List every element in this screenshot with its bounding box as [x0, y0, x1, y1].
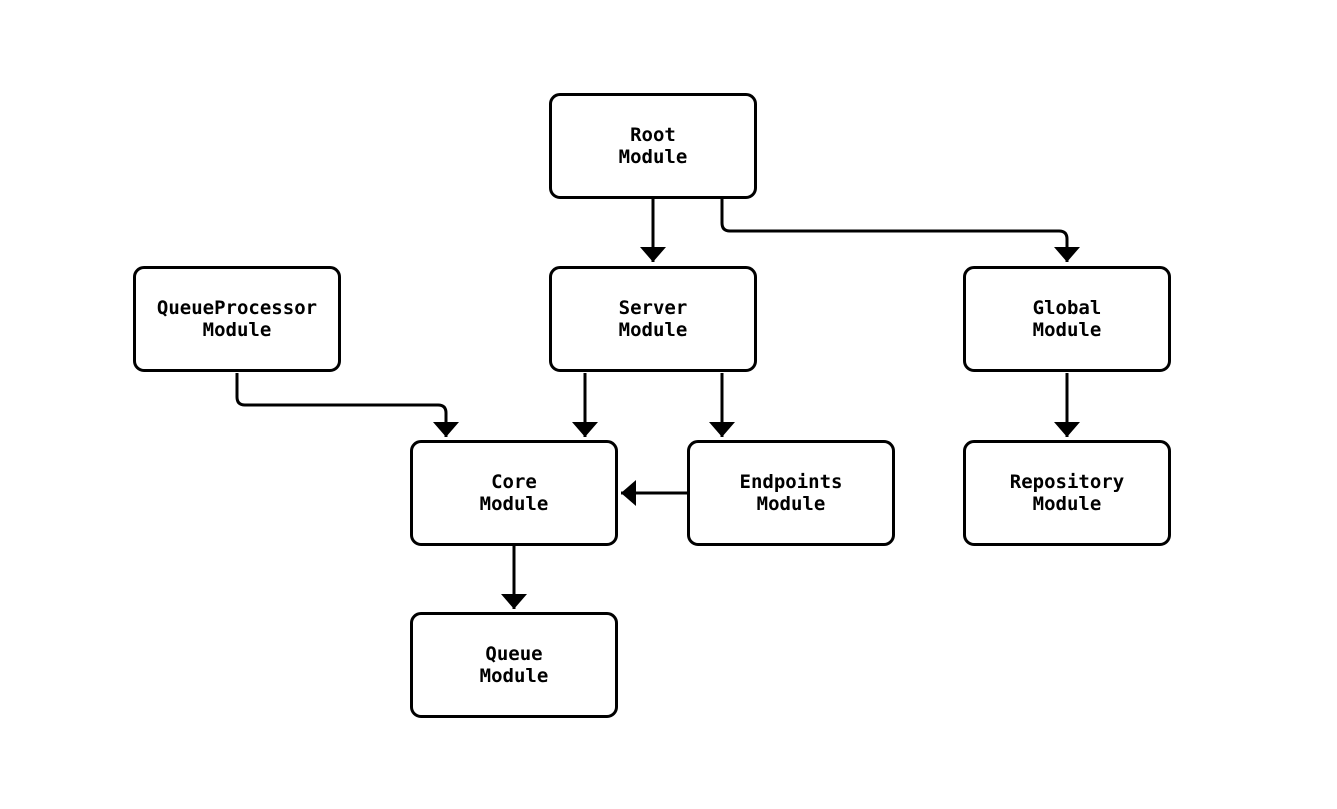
node-queueprocessor-module: QueueProcessor Module	[133, 266, 341, 372]
node-queue-module-label: Queue Module	[479, 643, 549, 687]
node-queueprocessor-module-label: QueueProcessor Module	[156, 297, 318, 341]
node-endpoints-module: Endpoints Module	[687, 440, 895, 546]
node-root-module-label: Root Module	[618, 124, 688, 168]
node-endpoints-module-label: Endpoints Module	[739, 471, 843, 515]
edge-queueprocessor-to-core	[235, 373, 459, 437]
node-server-module: Server Module	[549, 266, 757, 372]
node-core-module-label: Core Module	[479, 471, 549, 515]
node-root-module: Root Module	[549, 93, 757, 199]
edge-root-to-global	[720, 199, 1080, 262]
node-queue-module: Queue Module	[410, 612, 618, 718]
node-repository-module: Repository Module	[963, 440, 1171, 546]
node-global-module-label: Global Module	[1032, 297, 1102, 341]
node-repository-module-label: Repository Module	[1009, 471, 1125, 515]
node-core-module: Core Module	[410, 440, 618, 546]
node-server-module-label: Server Module	[618, 297, 688, 341]
node-global-module: Global Module	[963, 266, 1171, 372]
